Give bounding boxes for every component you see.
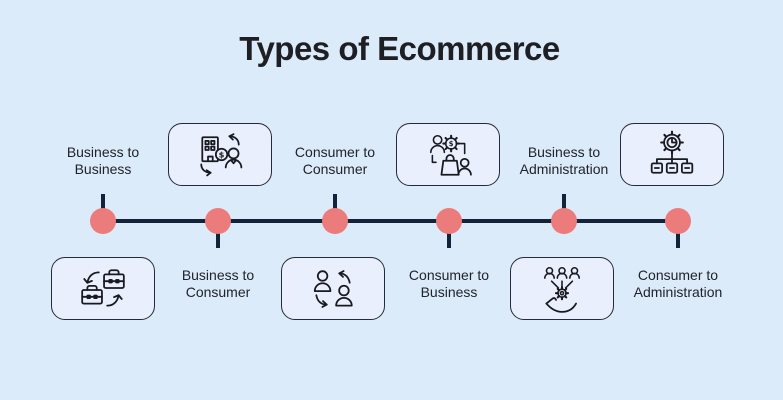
- label-consumer-to-business: Consumer to Business: [408, 267, 490, 300]
- timeline-dot: [436, 208, 462, 234]
- icon-box-business-to-business: [51, 257, 155, 320]
- label-business-to-business: Business to Business: [66, 144, 140, 177]
- label-consumer-to-administration: Consumer to Administration: [633, 267, 723, 300]
- icon-box-consumer-to-consumer: [281, 257, 385, 320]
- timeline-dot: [551, 208, 577, 234]
- c2a-gear-hierarchy-icon: [650, 130, 694, 174]
- b2b-briefcase-exchange-icon: [81, 268, 125, 307]
- dollar-glyph: $: [219, 149, 225, 159]
- c2c-people-exchange-icon: [313, 269, 353, 308]
- timeline-tick: [101, 194, 105, 221]
- timeline-dot: [90, 208, 116, 234]
- label-business-to-consumer: Business to Consumer: [181, 267, 255, 300]
- timeline-line: [103, 219, 678, 223]
- timeline-dot: [322, 208, 348, 234]
- b2a-people-gear-hand-icon: [544, 266, 580, 313]
- icon-box-consumer-to-business: $: [396, 123, 500, 186]
- timeline-tick: [216, 221, 220, 248]
- icon-box-business-to-administration: [510, 257, 614, 320]
- icon-box-consumer-to-administration: [620, 123, 724, 186]
- dollar-glyph: $: [449, 140, 454, 148]
- label-business-to-administration: Business to Administration: [519, 144, 609, 177]
- icon-box-business-to-consumer: $: [168, 123, 272, 186]
- timeline-dot: [205, 208, 231, 234]
- timeline-tick: [447, 221, 451, 248]
- c2b-bag-gear-person-icon: $: [430, 134, 472, 176]
- timeline-tick: [562, 194, 566, 221]
- timeline-tick: [676, 221, 680, 248]
- page-title: Types of Ecommerce: [239, 30, 560, 67]
- timeline-tick: [333, 194, 337, 221]
- b2c-building-person-icon: $: [200, 132, 243, 176]
- timeline-dot: [665, 208, 691, 234]
- label-consumer-to-consumer: Consumer to Consumer: [294, 144, 376, 177]
